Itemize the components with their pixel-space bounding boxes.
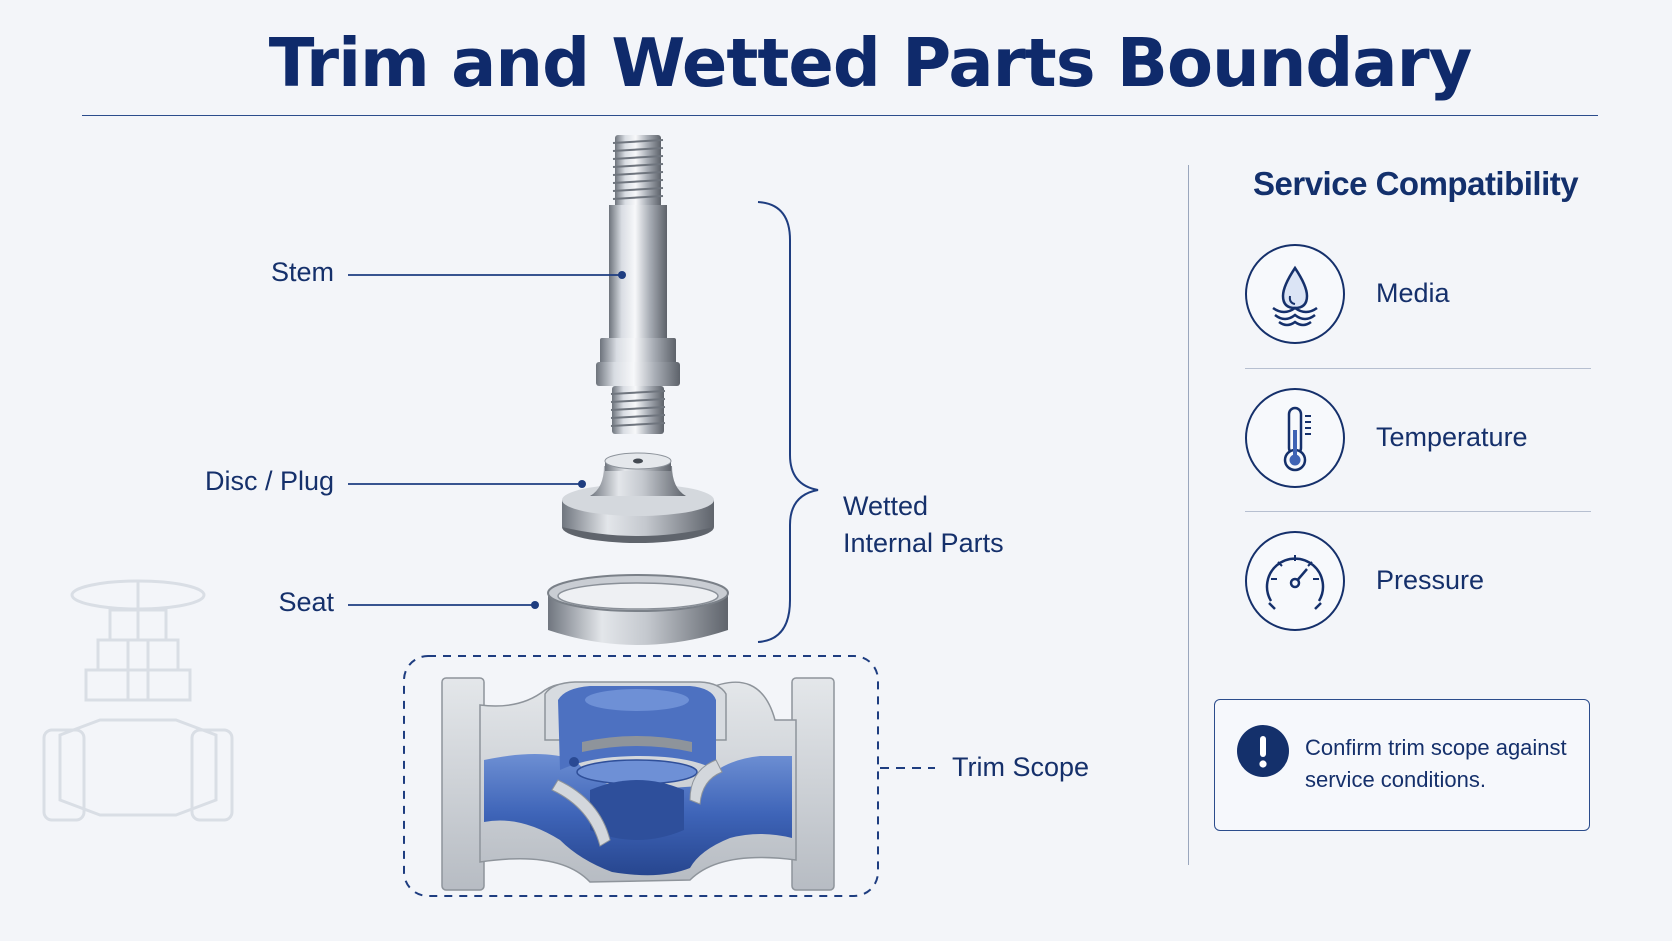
- disc-plug-part: [562, 452, 714, 543]
- service-item-label: Pressure: [1376, 565, 1485, 595]
- thermometer-icon: [1245, 388, 1345, 488]
- stem-part: [596, 135, 680, 434]
- leader-dots: [531, 271, 626, 609]
- note-text: Confirm trim scope against service condi…: [1305, 735, 1567, 792]
- service-item-label: Temperature: [1376, 422, 1528, 452]
- service-item-media: Media: [1245, 244, 1591, 352]
- service-item-pressure: Pressure: [1245, 531, 1591, 639]
- pressure-gauge-icon: [1245, 531, 1345, 631]
- seat-part: [547, 574, 729, 645]
- leader-lines: [348, 274, 620, 606]
- service-separator: [1245, 368, 1591, 369]
- background-valve-sketch: [42, 579, 234, 822]
- title-divider: [82, 115, 1598, 116]
- stem-label: Stem: [270, 257, 334, 287]
- service-item-label: Media: [1376, 278, 1450, 308]
- wetted-label-line2: Internal Parts: [843, 528, 1004, 558]
- service-separator: [1245, 511, 1591, 512]
- disc-plug-label: Disc / Plug: [204, 466, 334, 496]
- service-compatibility-title: Service Compatibility: [1253, 165, 1579, 202]
- trim-scope-note: Confirm trim scope against service condi…: [1214, 699, 1590, 831]
- wetted-internal-parts-label: Wetted Internal Parts: [843, 488, 1004, 562]
- page-title: Trim and Wetted Parts Boundary: [268, 24, 1473, 102]
- seat-label: Seat: [278, 587, 334, 617]
- service-item-temperature: Temperature: [1245, 388, 1591, 496]
- trim-scope-boundary: [403, 655, 879, 897]
- trim-scope-label: Trim Scope: [952, 752, 1090, 782]
- water-drop-icon: [1245, 244, 1345, 344]
- panel-divider: [1188, 165, 1189, 865]
- valve-body-cutaway: [441, 677, 835, 891]
- exclamation-icon: [1237, 725, 1289, 777]
- wetted-parts-brace: [757, 201, 819, 643]
- wetted-label-line1: Wetted: [843, 491, 929, 521]
